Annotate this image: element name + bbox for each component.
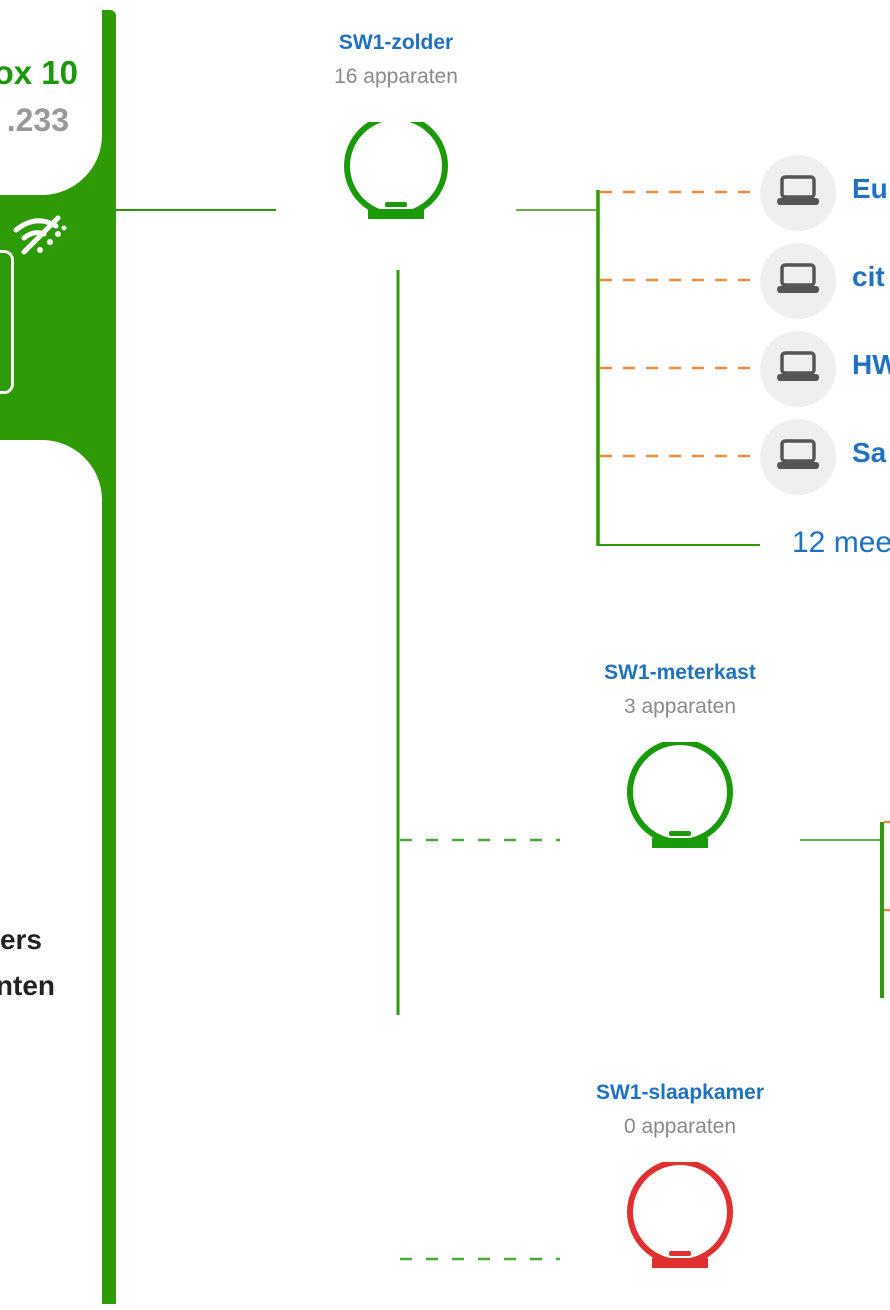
switch-device-count: 3 apparaten (623, 695, 737, 718)
device-node[interactable] (760, 419, 836, 495)
switch-icon[interactable] (340, 114, 452, 227)
router-card[interactable]: ox 10 .233 (0, 0, 102, 195)
switch-device-count: 16 apparaten (334, 65, 458, 88)
wifi-off-icon (12, 212, 68, 261)
users-label: ers (0, 924, 42, 955)
switch-name[interactable]: SW1-slaapkamer (595, 1081, 765, 1104)
switch-name[interactable]: SW1-meterkast (604, 661, 756, 684)
router-name: ox 10 (0, 54, 78, 91)
laptop-icon (776, 174, 820, 212)
laptop-icon (776, 350, 820, 388)
device-label[interactable]: cit (852, 261, 885, 292)
device-label[interactable]: HW (852, 349, 890, 380)
device-node[interactable] (760, 155, 836, 231)
switch-offline-icon[interactable] (624, 1159, 736, 1275)
laptop-icon (776, 262, 820, 300)
more-devices-link[interactable]: 12 mee (792, 526, 890, 559)
device-label[interactable]: Sa (852, 437, 887, 468)
router-stats-card[interactable]: ers nten (0, 440, 102, 1310)
laptop-icon (776, 438, 820, 476)
devices-label: nten (0, 970, 55, 1001)
device-label[interactable]: Eu (852, 173, 888, 204)
switch-icon[interactable] (624, 739, 736, 855)
router-port (0, 250, 14, 394)
device-node[interactable] (760, 243, 836, 319)
switch-name[interactable]: SW1-zolder (338, 31, 454, 54)
device-node[interactable] (760, 331, 836, 407)
router-ip: .233 (6, 102, 69, 138)
switch-device-count: 0 apparaten (623, 1115, 737, 1138)
